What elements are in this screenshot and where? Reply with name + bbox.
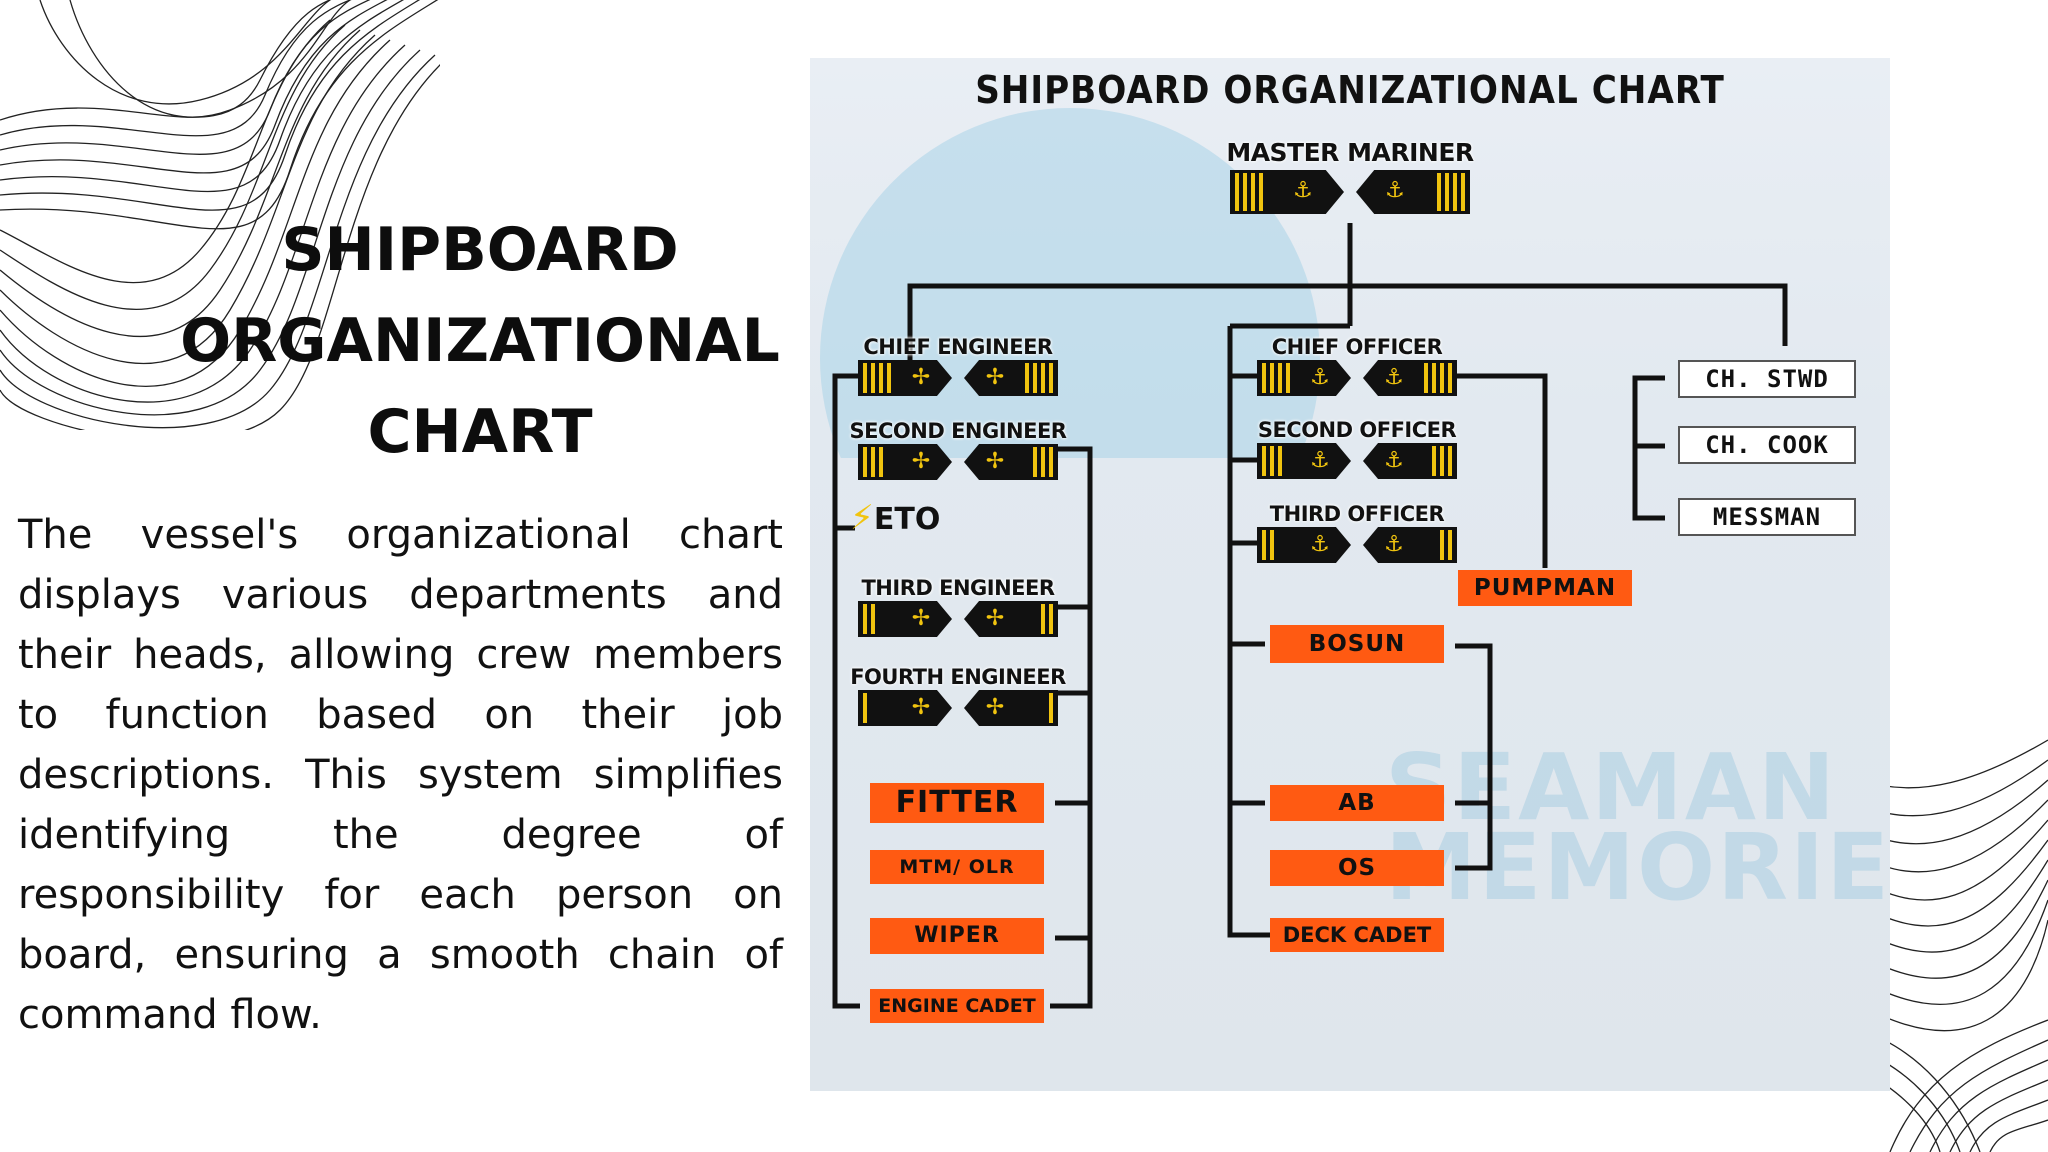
epaulette-fourth-engineer: ✢ ✢ bbox=[858, 690, 1058, 726]
epaulette-third-officer: ⚓ ⚓ bbox=[1257, 527, 1457, 563]
rating-box-mtm-olr: MTM/ OLR bbox=[870, 850, 1044, 884]
anchor-icon: ⚓ bbox=[1310, 365, 1330, 390]
propeller-icon: ✢ bbox=[911, 365, 931, 390]
connector-lines bbox=[832, 223, 1788, 1009]
epaulette-second-engineer: ✢ ✢ bbox=[858, 444, 1058, 480]
propeller-icon: ✢ bbox=[985, 365, 1005, 390]
slide-title-line: CHART bbox=[367, 397, 593, 467]
rank-label-fourth-engineer: FOURTH ENGINEER bbox=[850, 665, 1066, 689]
slide-body-paragraph: The vessel's organizational chart displa… bbox=[18, 512, 783, 1038]
rating-box-pumpman: PUMPMAN bbox=[1458, 570, 1632, 606]
staff-box-ch-cook: CH. COOK bbox=[1678, 426, 1856, 464]
epaulette-third-engineer: ✢ ✢ bbox=[858, 601, 1058, 637]
anchor-icon: ⚓ bbox=[1384, 532, 1404, 557]
rank-label-second-officer: SECOND OFFICER bbox=[1257, 418, 1457, 442]
rank-label-second-engineer: SECOND ENGINEER bbox=[849, 419, 1067, 443]
lightning-bolt-icon: ⚡ bbox=[850, 498, 874, 538]
watermark-line: SEAMAN bbox=[1385, 734, 1838, 841]
anchor-icon: ⚓ bbox=[1310, 448, 1330, 473]
epaulette-chief-officer: ⚓ ⚓ bbox=[1257, 360, 1457, 396]
anchor-icon: ⚓ bbox=[1293, 178, 1313, 203]
epaulette-left: ⚓ bbox=[1230, 170, 1344, 214]
rating-box-os: OS bbox=[1270, 850, 1444, 886]
rank-label-chief-engineer: CHIEF ENGINEER bbox=[863, 335, 1053, 359]
chart-title: SHIPBOARD ORGANIZATIONAL CHART bbox=[975, 68, 1725, 112]
rank-label-third-officer: THIRD OFFICER bbox=[1269, 502, 1445, 526]
decorative-wave-lines-top-left bbox=[0, 0, 440, 430]
rating-box-fitter: FITTER bbox=[870, 783, 1044, 823]
epaulette-right: ⚓ bbox=[1356, 170, 1470, 214]
rank-label-third-engineer: THIRD ENGINEER bbox=[861, 576, 1055, 600]
rating-box-deck-cadet: DECK CADET bbox=[1270, 918, 1444, 952]
rank-label-master-mariner: MASTER MARINER bbox=[1226, 138, 1474, 167]
propeller-icon: ✢ bbox=[911, 606, 931, 631]
epaulette-master-mariner: ⚓ ⚓ bbox=[1230, 170, 1470, 214]
rating-box-engine-cadet: ENGINE CADET bbox=[870, 989, 1044, 1023]
eto-label: ⚡ETO bbox=[850, 498, 940, 538]
propeller-icon: ✢ bbox=[911, 695, 931, 720]
org-chart-image: SEAMAN MEMORIE bbox=[810, 58, 1890, 1091]
rating-box-bosun: BOSUN bbox=[1270, 625, 1444, 663]
propeller-icon: ✢ bbox=[985, 606, 1005, 631]
rating-box-ab: AB bbox=[1270, 785, 1444, 821]
anchor-icon: ⚓ bbox=[1384, 365, 1404, 390]
anchor-icon: ⚓ bbox=[1384, 448, 1404, 473]
staff-box-ch-stwd: CH. STWD bbox=[1678, 360, 1856, 398]
slide-title: SHIPBOARD ORGANIZATIONAL CHART bbox=[160, 205, 800, 478]
propeller-icon: ✢ bbox=[911, 449, 931, 474]
slide-title-line: SHIPBOARD bbox=[281, 215, 679, 285]
anchor-icon: ⚓ bbox=[1385, 178, 1405, 203]
rank-label-eto: ETO bbox=[873, 502, 941, 537]
epaulette-chief-engineer: ✢ ✢ bbox=[858, 360, 1058, 396]
staff-box-messman: MESSMAN bbox=[1678, 498, 1856, 536]
anchor-icon: ⚓ bbox=[1310, 532, 1330, 557]
propeller-icon: ✢ bbox=[985, 449, 1005, 474]
epaulette-second-officer: ⚓ ⚓ bbox=[1257, 443, 1457, 479]
rating-box-wiper: WIPER bbox=[870, 918, 1044, 954]
propeller-icon: ✢ bbox=[985, 695, 1005, 720]
rank-label-chief-officer: CHIEF OFFICER bbox=[1271, 335, 1443, 359]
slide-title-line: ORGANIZATIONAL bbox=[180, 306, 780, 376]
